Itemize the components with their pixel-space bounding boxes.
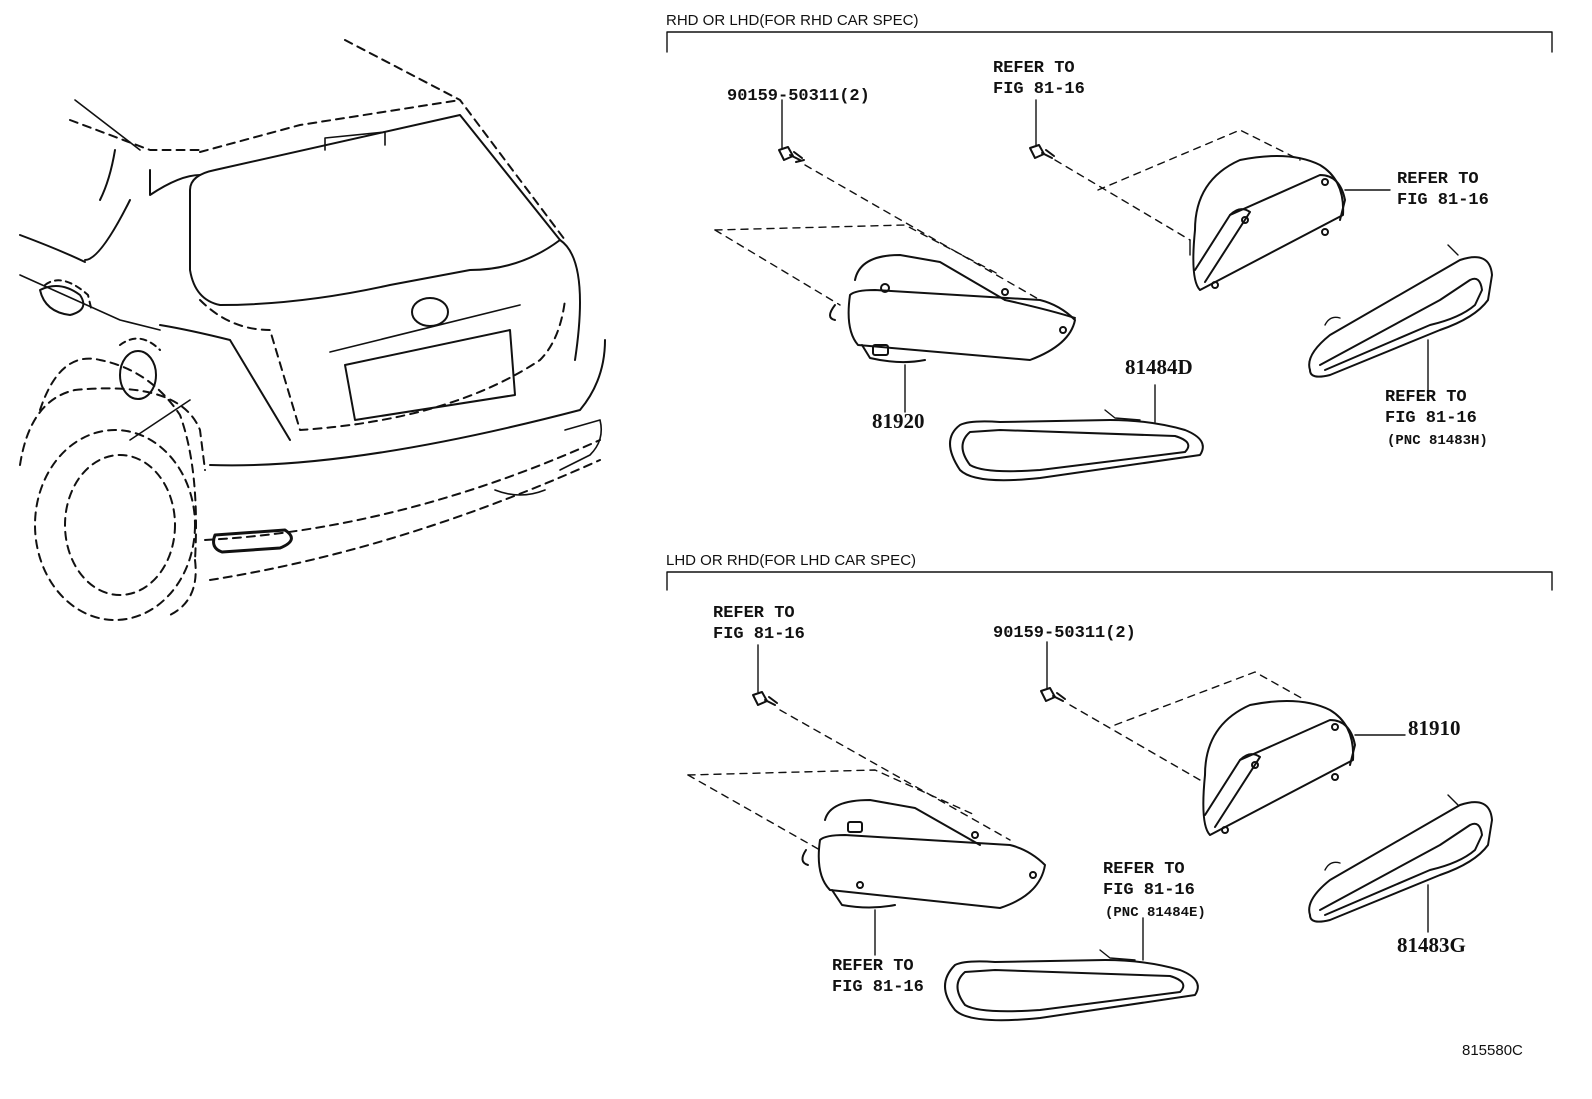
screw-icon — [752, 644, 778, 706]
rear-lamp-81920 — [829, 254, 1076, 413]
label-pnc-81484E: (PNC 81484E) — [1105, 905, 1206, 921]
assembly-lines-top — [714, 129, 1301, 306]
label-refer-screw-top-2: FIG 81-16 — [993, 80, 1085, 99]
bezel-left-bottom — [944, 917, 1199, 1022]
bezel-right-top — [1308, 244, 1493, 391]
section-bracket-top — [666, 31, 1553, 53]
label-refer-lamp-bottom-2: FIG 81-16 — [832, 978, 924, 997]
label-part-81910: 81910 — [1408, 716, 1461, 740]
label-pnc-81483H: (PNC 81483H) — [1387, 433, 1488, 449]
label-refer-bezel-top-2: FIG 81-16 — [1385, 409, 1477, 428]
rear-lamp-right-top — [1189, 155, 1391, 291]
label-refer-screw-bottom-2: FIG 81-16 — [713, 625, 805, 644]
label-refer-bezel-top-1: REFER TO — [1385, 388, 1467, 407]
bezel-81483G — [1308, 794, 1493, 933]
label-refer-lamp-bottom-1: REFER TO — [832, 957, 914, 976]
label-refer-bezel-bottom-2: FIG 81-16 — [1103, 881, 1195, 900]
label-part-81484D: 81484D — [1125, 355, 1193, 379]
label-refer-lamp-top-2: FIG 81-16 — [1397, 191, 1489, 210]
label-part-81920: 81920 — [872, 409, 925, 433]
rear-lamp-81910 — [1202, 700, 1406, 836]
car-rear-view — [19, 39, 606, 621]
diagram-code: 815580C — [1462, 1042, 1523, 1059]
section-title-bottom: LHD OR RHD(FOR LHD CAR SPEC) — [666, 552, 917, 569]
label-refer-screw-top-1: REFER TO — [993, 59, 1075, 78]
assembly-lines-bottom — [687, 671, 1306, 851]
label-screw-part-bottom: 90159-50311(2) — [993, 624, 1136, 643]
section-title-top: RHD OR LHD(FOR RHD CAR SPEC) — [666, 12, 919, 29]
rear-lamp-left-bottom — [801, 799, 1046, 956]
screw-icon — [1040, 641, 1066, 702]
section-bracket-bottom — [666, 571, 1553, 591]
screw-icon — [778, 99, 805, 163]
label-refer-screw-bottom-1: REFER TO — [713, 604, 795, 623]
label-screw-part-top: 90159-50311(2) — [727, 87, 870, 106]
label-refer-bezel-bottom-1: REFER TO — [1103, 860, 1185, 879]
bezel-81484D — [949, 384, 1204, 482]
label-refer-lamp-top-1: REFER TO — [1397, 170, 1479, 189]
screw-icon — [1029, 99, 1055, 159]
label-part-81483G: 81483G — [1397, 933, 1466, 957]
